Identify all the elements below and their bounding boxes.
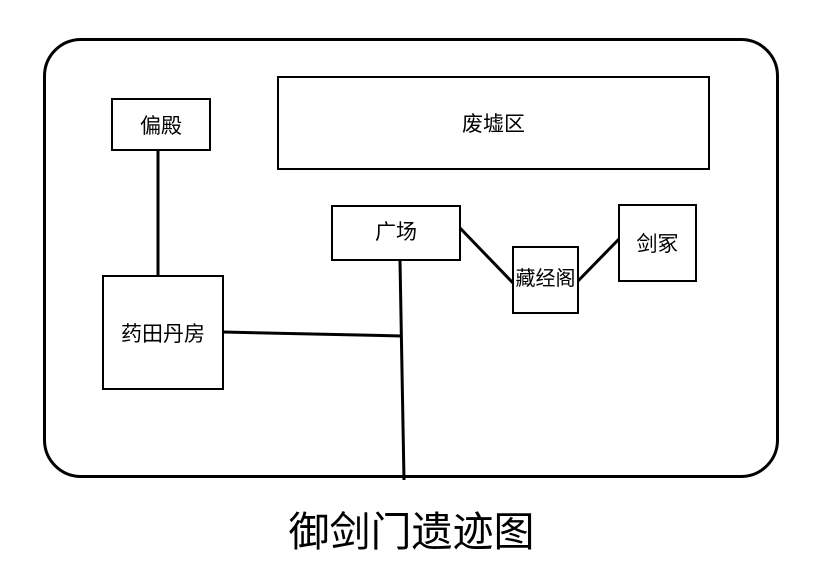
- room-scripture-pavilion-label: 藏经阁: [515, 266, 576, 290]
- room-ruins: 废墟区: [277, 76, 710, 170]
- room-herb-alchemy-label: 药田丹房: [121, 321, 205, 346]
- room-plaza-label: 广场: [375, 220, 417, 244]
- room-herb-alchemy: 药田丹房: [102, 275, 224, 390]
- room-side-hall-label: 偏殿: [140, 113, 182, 138]
- room-plaza: 广场: [331, 205, 461, 261]
- map-title: 御剑门遗迹图: [288, 508, 535, 556]
- room-ruins-label: 废墟区: [462, 112, 525, 136]
- room-scripture-pavilion: 藏经阁: [512, 246, 579, 314]
- room-sword-tomb-label: 剑冢: [636, 232, 679, 256]
- room-side-hall: 偏殿: [111, 98, 211, 151]
- room-sword-tomb: 剑冢: [618, 204, 697, 282]
- map-boundary: [43, 38, 779, 478]
